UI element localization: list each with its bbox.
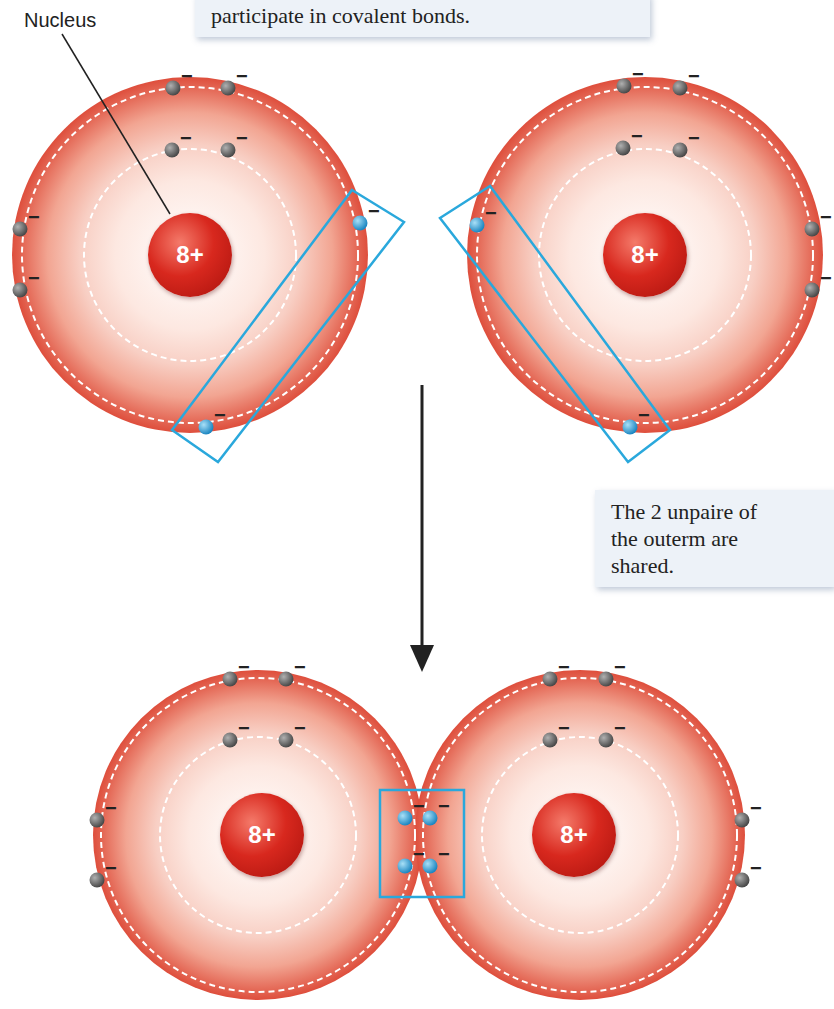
nucleus-charge: 8+ xyxy=(248,821,275,849)
electron xyxy=(166,81,181,96)
electron-charge: − xyxy=(28,207,40,227)
shared-pair-highlight xyxy=(380,790,464,897)
electron xyxy=(13,222,28,237)
electron xyxy=(805,283,820,298)
nucleus-charge: 8+ xyxy=(176,241,203,269)
electron-charge: − xyxy=(614,718,626,738)
electron-charge: − xyxy=(413,844,425,864)
electron xyxy=(223,733,238,748)
electron-charge: − xyxy=(294,718,306,738)
unpaired-electron xyxy=(398,859,413,874)
electron xyxy=(223,672,238,687)
electron-charge: − xyxy=(413,796,425,816)
electron-charge: − xyxy=(105,798,117,818)
electron xyxy=(279,733,294,748)
electron xyxy=(617,79,632,94)
nucleus-circle: 8+ xyxy=(603,213,687,297)
electron-charge: − xyxy=(638,405,650,425)
electron xyxy=(673,143,688,158)
nucleus-circle: 8+ xyxy=(148,213,232,297)
callout-text: participate in covalent bonds. xyxy=(211,2,634,29)
electron xyxy=(543,672,558,687)
unpaired-electron xyxy=(398,811,413,826)
electron-charge: − xyxy=(236,66,248,86)
electron-charge: − xyxy=(485,203,497,223)
electron xyxy=(543,733,558,748)
electron xyxy=(805,222,820,237)
electron-charge: − xyxy=(368,201,380,221)
electron-charge: − xyxy=(558,657,570,677)
electron-charge: − xyxy=(238,657,250,677)
unpaired-electron xyxy=(199,420,214,435)
electron-charge: − xyxy=(688,66,700,86)
electron-charge: − xyxy=(181,66,193,86)
electron xyxy=(599,672,614,687)
unpaired-electron xyxy=(623,420,638,435)
electron xyxy=(616,141,631,156)
electron xyxy=(165,143,180,158)
electron xyxy=(221,81,236,96)
electron-charge: − xyxy=(632,64,644,84)
unpaired-electron xyxy=(423,859,438,874)
electron-charge: − xyxy=(631,126,643,146)
nucleus-charge: 8+ xyxy=(631,241,658,269)
leader-line xyxy=(62,34,170,214)
electron xyxy=(735,873,750,888)
callout-text: The 2 unpaire of the outerm are shared. xyxy=(611,498,761,579)
electron-charge: − xyxy=(236,128,248,148)
nucleus-circle: 8+ xyxy=(532,793,616,877)
callout-box: participate in covalent bonds. xyxy=(195,0,650,37)
nucleus-charge: 8+ xyxy=(560,821,587,849)
nucleus-circle: 8+ xyxy=(220,793,304,877)
electron-charge: − xyxy=(438,796,450,816)
oxygen-molecule xyxy=(93,670,745,1000)
electron-charge: − xyxy=(438,844,450,864)
electron-charge: − xyxy=(820,268,832,288)
oxygen-atom xyxy=(12,77,368,433)
electron-charge: − xyxy=(614,657,626,677)
unpaired-electron xyxy=(353,216,368,231)
electron-charge: − xyxy=(750,798,762,818)
electron xyxy=(221,143,236,158)
oxygen-atom xyxy=(467,77,823,433)
electron-charge: − xyxy=(750,858,762,878)
electron-charge: − xyxy=(238,718,250,738)
electron xyxy=(599,733,614,748)
electron-charge: − xyxy=(180,128,192,148)
unpaired-electron xyxy=(470,218,485,233)
electron-charge: − xyxy=(214,405,226,425)
callout-box: The 2 unpaire of the outerm are shared. xyxy=(595,490,834,587)
unpaired-electron xyxy=(423,811,438,826)
reaction-arrow xyxy=(410,385,434,672)
electron-charge: − xyxy=(28,268,40,288)
electron xyxy=(735,813,750,828)
electron-charge: − xyxy=(688,128,700,148)
electron xyxy=(13,283,28,298)
electron xyxy=(90,873,105,888)
electron-charge: − xyxy=(294,657,306,677)
electron xyxy=(90,813,105,828)
electron xyxy=(279,672,294,687)
electron xyxy=(673,81,688,96)
electron-charge: − xyxy=(105,858,117,878)
part-label: Nucleus xyxy=(24,8,96,32)
electron-charge: − xyxy=(558,718,570,738)
electron-charge: − xyxy=(820,207,832,227)
